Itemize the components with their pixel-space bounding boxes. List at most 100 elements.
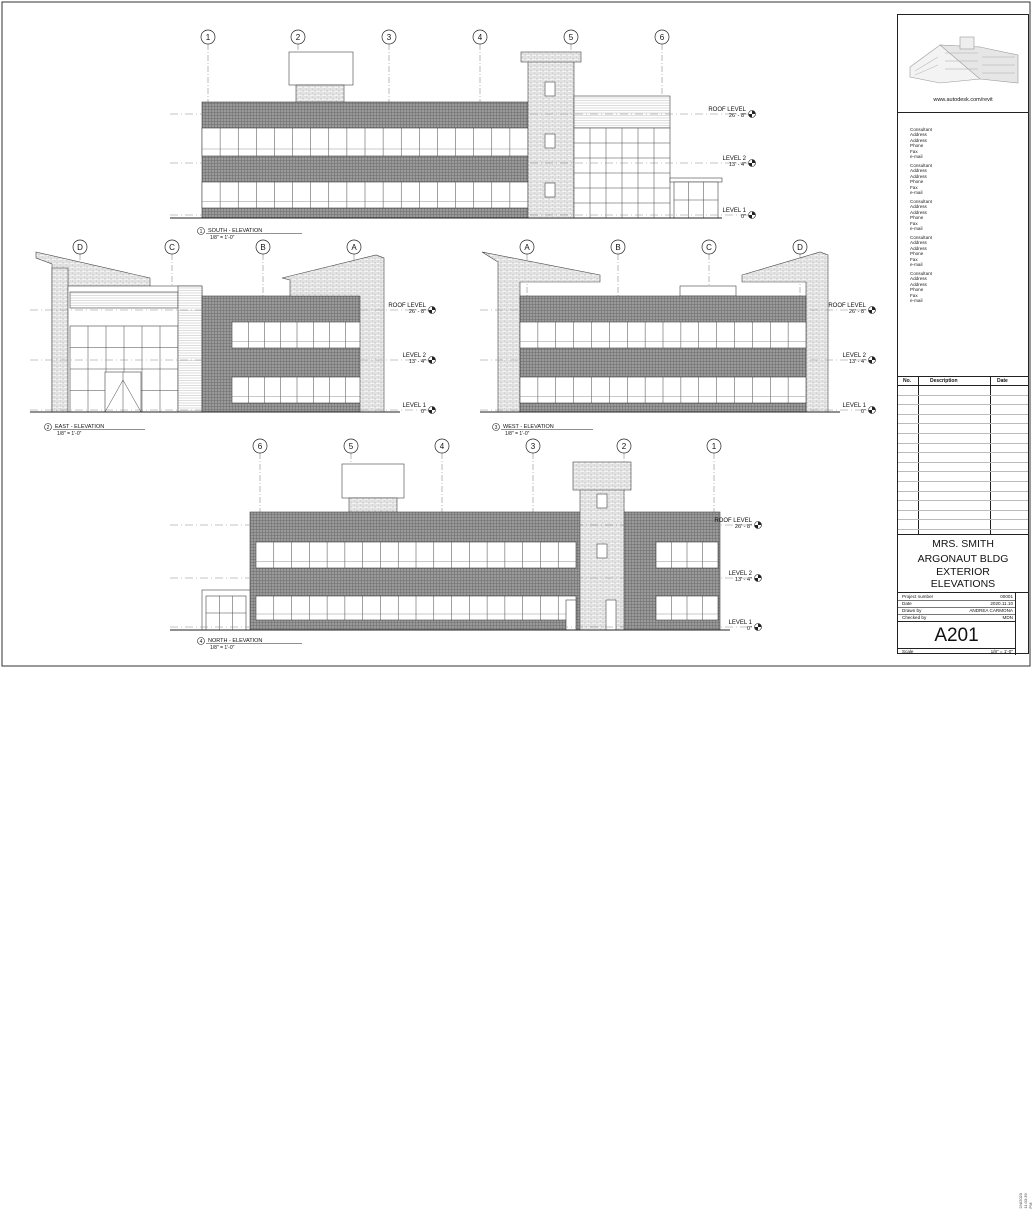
level-marker-fill [748,159,756,167]
level-marker-fill [428,406,436,414]
level-marker-fill [868,406,876,414]
view-number-bubble [197,637,205,645]
project-panel: MRS. SMITH ARGONAUT BLDG EXTERIOR ELEVAT… [898,535,1028,593]
url-text: www.autodesk.com/revit [933,97,993,103]
grid-bubble [654,29,670,45]
grid-label: 1 [712,442,717,451]
grid-label: A [524,243,530,252]
grid-bubble [200,29,216,45]
grid-label: 5 [569,33,574,42]
grid-bubble [525,438,541,454]
view-number: 1 [200,229,203,235]
grid-bubble [290,29,306,45]
grid-bubble [255,239,271,255]
grid-bubble [706,438,722,454]
grid-bubble [792,239,808,255]
level-name: ROOF LEVEL [708,107,746,113]
level-marker-fill [748,110,756,118]
level-marker-fill [868,306,876,314]
grid-label: C [169,243,175,252]
view-title: WEST - ELEVATION [503,424,554,430]
grid-bubble [343,438,359,454]
grid-label: B [260,243,265,252]
brick-pier-left [51,267,69,413]
project-name: ARGONAUT BLDG [917,553,1009,565]
client-name: MRS. SMITH [932,538,994,550]
grid-bubble [563,29,579,45]
grid-label: 3 [387,33,392,42]
service-door [605,599,617,631]
level-elevation: 26' - 8" [735,524,752,530]
grid-label: C [706,243,712,252]
rev-col-date: Date [997,378,1008,384]
view-number: 2 [47,425,50,431]
tower-window [544,133,556,149]
view-title: EAST - ELEVATION [55,424,104,430]
level-marker-fill [428,356,436,364]
grid-label: D [797,243,803,252]
view-title: NORTH - ELEVATION [208,638,262,644]
level-elevation: 13' - 4" [409,359,426,365]
door-swing [104,372,142,413]
sheet-number: A201 [934,625,979,646]
level-marker-fill [868,356,876,364]
parapet [679,285,737,297]
grid-bubble [164,239,180,255]
view-scale: 1/8" = 1'-0" [210,235,235,241]
grid-label: 4 [478,33,483,42]
grid-label: D [77,243,83,252]
level-name: LEVEL 2 [843,353,867,359]
level-name: LEVEL 1 [729,620,753,626]
rev-col-description: Description [930,378,958,384]
level-name: ROOF LEVEL [828,303,866,309]
grid-label: B [615,243,620,252]
grid-label: 4 [440,442,445,451]
level-elevation: 26' - 8" [409,309,426,315]
level-elevation: 13' - 4" [849,359,866,365]
tower-cap [520,51,582,63]
grid-bubble [252,438,268,454]
level-elevation: 0" [741,214,746,220]
level-marker-fill [748,211,756,219]
rooftop-unit [288,51,354,86]
grid-label: 3 [531,442,536,451]
revision-table: No. Description Date [898,377,1028,535]
logo-panel: www.autodesk.com/revit [898,15,1028,113]
grid-bubble [616,438,632,454]
building-rendering-icon [909,36,1019,84]
view-title: SOUTH - ELEVATION [208,228,262,234]
view-number-bubble [492,423,500,431]
view-number: 3 [495,425,498,431]
view-scale: 1/8" = 1'-0" [57,431,82,437]
sheet-title-1: EXTERIOR [936,566,990,578]
view-number-bubble [197,227,205,235]
grid-bubble [472,29,488,45]
tower-window [596,543,608,559]
level-elevation: 13' - 4" [729,162,746,168]
level-elevation: 0" [421,409,426,415]
level-elevation: 13' - 4" [735,577,752,583]
grid-label: 5 [349,442,354,451]
sheet-title-2: ELEVATIONS [930,578,996,590]
grid-label: 1 [206,33,211,42]
grid-label: A [351,243,357,252]
tower-window [544,81,556,97]
view-number: 4 [200,639,203,645]
clerestory-panel [573,95,671,129]
level-name: ROOF LEVEL [388,303,426,309]
level-marker-fill [754,623,762,631]
entry-spandrel [69,291,179,309]
stair-tower [579,487,625,631]
level-marker-fill [754,574,762,582]
view-scale: 1/8" = 1'-0" [505,431,530,437]
tower-cap [572,461,632,491]
grid-bubble [434,438,450,454]
level-name: LEVEL 2 [729,571,753,577]
level-marker-fill [754,521,762,529]
